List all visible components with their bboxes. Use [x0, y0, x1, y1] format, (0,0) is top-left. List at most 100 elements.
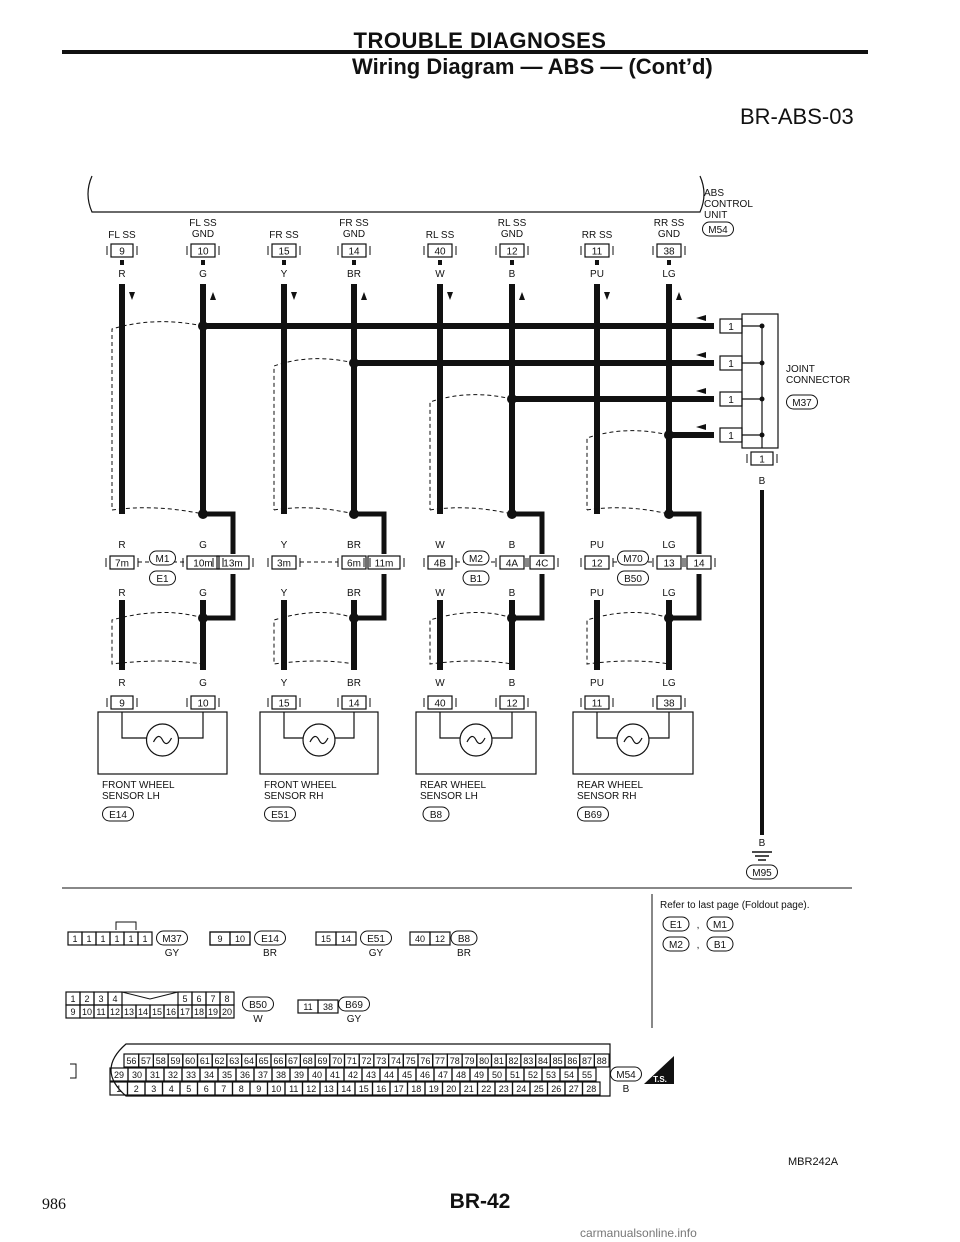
- connector-cell-label: 51: [510, 1070, 520, 1080]
- connector-cell-label: 8: [239, 1084, 244, 1094]
- pin-number: 15: [278, 247, 290, 258]
- intermediate-pin: [529, 555, 555, 570]
- refer-connector-id: [706, 916, 734, 932]
- wire-segment: [200, 600, 206, 670]
- pin-number: 14: [348, 699, 360, 710]
- intermediate-connector-id: [462, 550, 490, 566]
- intermediate-pin: [686, 555, 712, 570]
- wire-color-code: LG: [662, 678, 676, 689]
- connector-cell-label: 15: [359, 1084, 369, 1094]
- connector-cell-label: 20: [446, 1084, 456, 1094]
- wire-trunk: [281, 284, 287, 514]
- connector-cell-label: 66: [273, 1056, 283, 1066]
- joint-pin-number: 1: [728, 359, 734, 370]
- sensor-label: REAR WHEEL: [420, 780, 487, 791]
- connector-cell-label: 9: [70, 1007, 75, 1017]
- joint-pin-number: 1: [728, 322, 734, 333]
- terminal-pin: [271, 243, 297, 258]
- connector-cell-label: 53: [546, 1070, 556, 1080]
- ground-wire: [760, 490, 764, 835]
- connector-cell-label: 75: [406, 1056, 416, 1066]
- connector-cell-label: 67: [288, 1056, 298, 1066]
- connector-cell-label: 7: [221, 1084, 226, 1094]
- connector-cell-label: 5: [186, 1084, 191, 1094]
- intermediate-pin: [584, 555, 610, 570]
- connector-cell-label: 56: [126, 1056, 136, 1066]
- sensor-body: [415, 711, 537, 775]
- connector-cell-label: 44: [384, 1070, 394, 1080]
- connector-cell-label: 58: [156, 1056, 166, 1066]
- connector-color: BR: [457, 948, 471, 959]
- connector-cell-label: 41: [330, 1070, 340, 1080]
- wire-segment: [594, 600, 600, 670]
- connector-cell-label: 45: [402, 1070, 412, 1080]
- connector-id: E14: [109, 810, 127, 821]
- shield-continuation: [354, 574, 387, 621]
- connector-cell-label: 19: [208, 1007, 218, 1017]
- wire-color-code: R: [118, 588, 125, 599]
- connector-id: M37: [792, 398, 812, 409]
- abs-unit-label: ABS: [704, 188, 724, 199]
- intermediate-pin: [499, 555, 525, 570]
- intermediate-connector-id: [462, 570, 490, 586]
- connector-cell-label: 65: [259, 1056, 269, 1066]
- connector-cell-label: 29: [114, 1070, 124, 1080]
- connector-cell-label: 68: [303, 1056, 313, 1066]
- wire-segment: [351, 600, 357, 670]
- connector-cell-label: 13: [124, 1007, 134, 1017]
- connector-cell-label: 43: [366, 1070, 376, 1080]
- ground-connector-id: [746, 864, 778, 880]
- connector-cell-label: 1: [72, 934, 77, 944]
- refer-connector-id: [662, 916, 690, 932]
- wire-color-code: W: [435, 588, 445, 599]
- connector-id: E1: [670, 920, 683, 931]
- pin-stub: [667, 260, 671, 265]
- connector-cell-label: 15: [152, 1007, 162, 1017]
- sensor-lead: [596, 712, 617, 739]
- connector-cell-label: 82: [509, 1056, 519, 1066]
- connector-id: B69: [345, 1000, 363, 1011]
- arrow-right-icon: [696, 388, 706, 394]
- sensor-pin: [499, 695, 525, 710]
- separator-comma: ,: [697, 940, 700, 951]
- sensor-connector-id: [102, 806, 134, 822]
- connector-cell-label: 74: [391, 1056, 401, 1066]
- splice-dot: [664, 509, 674, 519]
- sine-wave-icon: [309, 735, 329, 745]
- arrow-down-icon: [291, 292, 297, 300]
- connector-id: E14: [261, 934, 279, 945]
- sensor-label: SENSOR RH: [577, 791, 636, 802]
- pin-stub: [352, 260, 356, 265]
- connector-cell-label: 1: [100, 934, 105, 944]
- connector-cell-label: 16: [376, 1084, 386, 1094]
- sensor-pin: [110, 695, 134, 710]
- page-subtitle: Wiring Diagram — ABS — (Cont’d): [352, 54, 713, 79]
- diagram-id: BR-ABS-03: [740, 104, 854, 129]
- pin-number: 13: [663, 559, 675, 570]
- intermediate-connector-id: [617, 570, 649, 586]
- connector-cell-label: 87: [582, 1056, 592, 1066]
- splice-dot: [507, 509, 517, 519]
- connector-cell-label: 54: [564, 1070, 574, 1080]
- wire-color-code: LG: [662, 588, 676, 599]
- terminal-pin: [190, 243, 216, 258]
- connector-cell-label: 47: [438, 1070, 448, 1080]
- shield-continuation: [669, 511, 702, 554]
- connector-cell-label: 11: [289, 1084, 298, 1094]
- e51-cell: [335, 931, 357, 946]
- connector-view-id: [450, 930, 478, 946]
- page-number: 986: [42, 1196, 66, 1213]
- connector-cell-label: 61: [200, 1056, 210, 1066]
- connector-id: B1: [470, 574, 483, 585]
- connector-cell-label: 52: [528, 1070, 538, 1080]
- terminal-label: GND: [343, 229, 365, 240]
- page-title: TROUBLE DIAGNOSES: [353, 28, 607, 53]
- m54-clip: [70, 1063, 77, 1079]
- sensor-lead: [492, 712, 513, 739]
- arrow-down-icon: [604, 292, 610, 300]
- terminal-label: GND: [501, 229, 523, 240]
- wire-color-code: BR: [347, 678, 361, 689]
- pin-stub: [282, 260, 286, 265]
- connector-cell-label: 78: [450, 1056, 460, 1066]
- intermediate-pin: [216, 555, 250, 570]
